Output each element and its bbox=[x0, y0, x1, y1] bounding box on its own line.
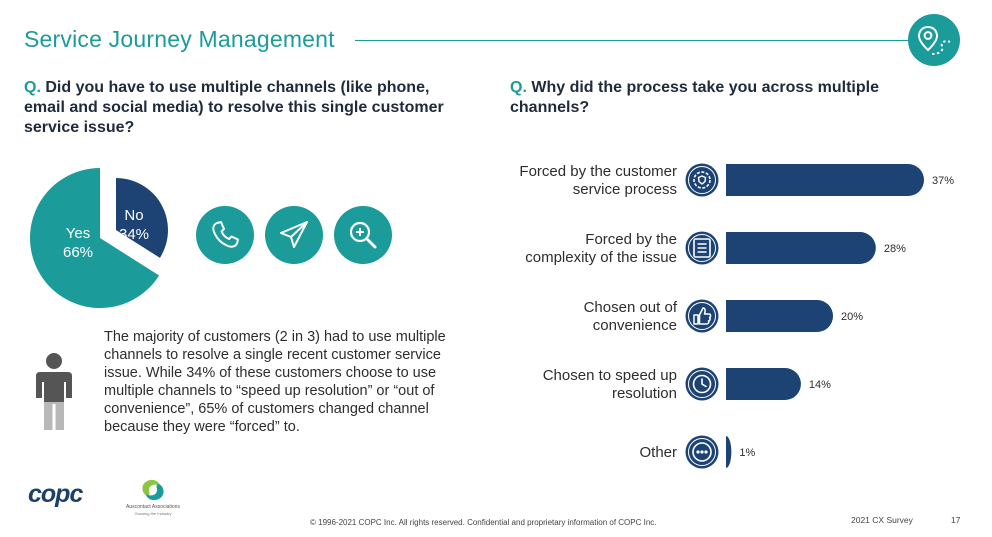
right-question-text: Why did the process take you across mult… bbox=[510, 79, 879, 116]
auscontact-logo: Auscontact Associations Growing the Indu… bbox=[118, 474, 188, 520]
category-label-3-0: Chosen to speed up bbox=[543, 367, 677, 384]
bar-4 bbox=[726, 436, 732, 468]
pie-label-no: No bbox=[124, 207, 143, 224]
category-label-2-0: Chosen out of bbox=[584, 299, 678, 316]
page-title: Service Journey Management bbox=[24, 26, 335, 52]
category-label-1-1: complexity of the issue bbox=[525, 249, 677, 266]
category-label-3-1: resolution bbox=[612, 385, 677, 402]
gear-shield-icon bbox=[685, 163, 719, 197]
bar-value-label-2: 20% bbox=[841, 311, 863, 323]
clock-icon bbox=[685, 367, 719, 401]
bar-value-label-3: 14% bbox=[809, 379, 831, 391]
auscontact-tagline: Growing the Industry bbox=[134, 511, 172, 516]
person-icon bbox=[32, 352, 76, 437]
category-label-0-1: service process bbox=[573, 181, 677, 198]
left-question: Q. Did you have to use multiple channels… bbox=[24, 78, 474, 138]
pie-label-yes: Yes bbox=[66, 225, 90, 242]
thumbs-up-icon bbox=[685, 299, 719, 333]
bar-value-label-1: 28% bbox=[884, 243, 906, 255]
pie-slice-yes bbox=[29, 168, 160, 308]
bar-value-label-4: 1% bbox=[739, 447, 755, 459]
pie-slice-no bbox=[116, 178, 169, 258]
bar-value-label-0: 37% bbox=[932, 175, 954, 187]
list-icon bbox=[685, 231, 719, 265]
phone-icon bbox=[196, 206, 254, 264]
copc-logo: copc bbox=[28, 480, 83, 508]
more-icon bbox=[685, 435, 719, 469]
auscontact-name: Auscontact Associations bbox=[126, 504, 180, 510]
journey-map-icon bbox=[908, 14, 960, 66]
summary-text: The majority of customers (2 in 3) had t… bbox=[104, 329, 446, 435]
pie-chart: Yes 66% No 34% bbox=[28, 160, 188, 315]
bar-2 bbox=[726, 300, 834, 332]
pie-value-yes: 66% bbox=[63, 244, 93, 261]
bar-0 bbox=[726, 164, 924, 196]
bar-1 bbox=[726, 232, 876, 264]
left-question-prefix: Q. bbox=[24, 79, 41, 96]
pie-value-no: 34% bbox=[119, 226, 149, 243]
category-label-0-0: Forced by the customer bbox=[519, 163, 677, 180]
survey-label: 2021 CX Survey bbox=[851, 515, 913, 525]
right-question: Q. Why did the process take you across m… bbox=[510, 78, 940, 118]
bar-3 bbox=[726, 368, 801, 400]
category-label-2-1: convenience bbox=[593, 317, 677, 334]
category-label-4-0: Other bbox=[639, 444, 677, 461]
right-question-prefix: Q. bbox=[510, 79, 527, 96]
send-icon bbox=[265, 206, 323, 264]
search-icon bbox=[334, 206, 392, 264]
category-label-1-0: Forced by the bbox=[585, 231, 677, 248]
title-divider bbox=[355, 40, 908, 41]
copyright-text: © 1996-2021 COPC Inc. All rights reserve… bbox=[310, 518, 657, 527]
page-number: 17 bbox=[951, 515, 961, 525]
left-question-text: Did you have to use multiple channels (l… bbox=[24, 79, 444, 136]
